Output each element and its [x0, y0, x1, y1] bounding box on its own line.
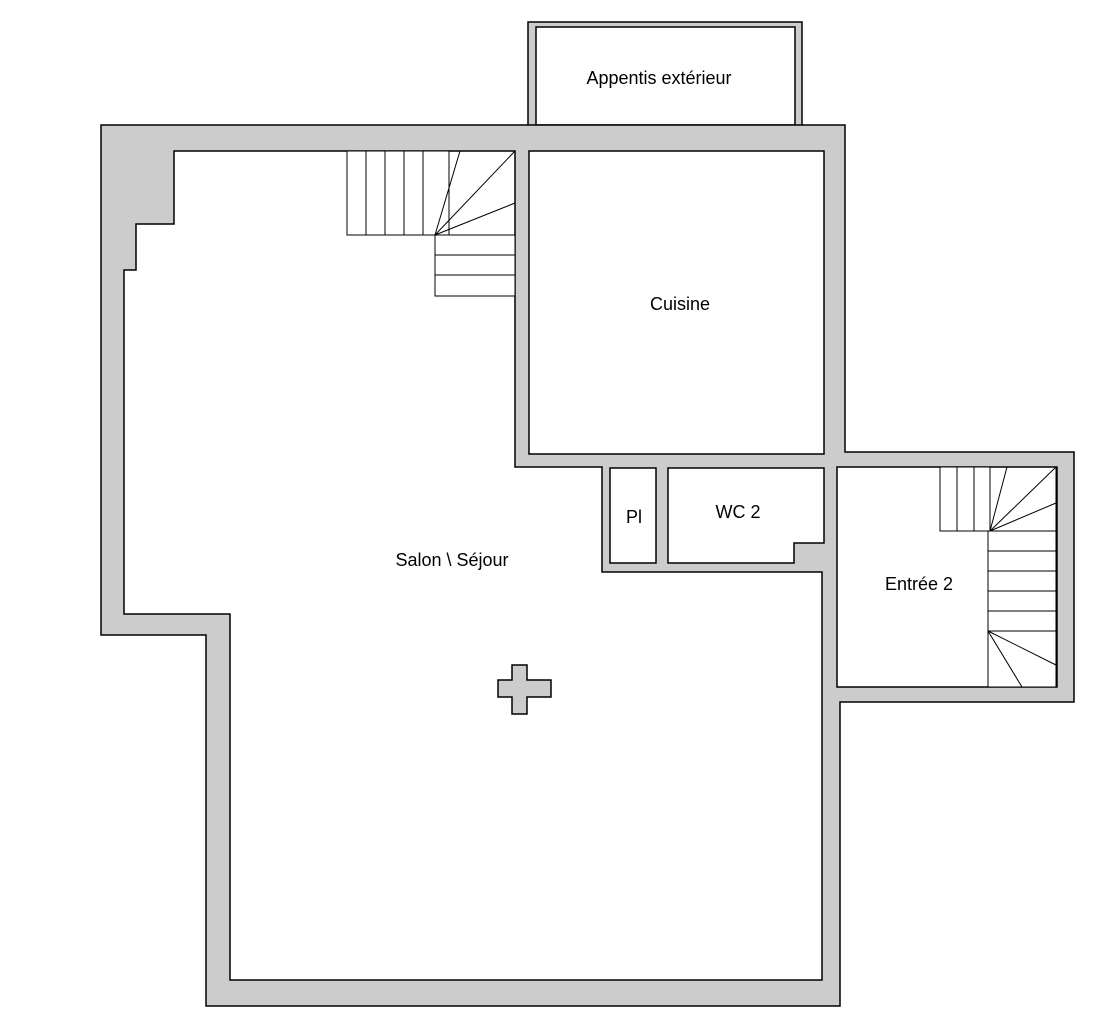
wc-label: WC 2 [716, 502, 761, 522]
appentis-label: Appentis extérieur [586, 68, 731, 88]
staircase-salon [346, 150, 516, 297]
appentis-room[interactable] [535, 26, 796, 126]
cuisine-room[interactable] [528, 150, 825, 455]
salon-room[interactable] [123, 150, 823, 981]
wc-room[interactable] [667, 467, 825, 564]
entree-label: Entrée 2 [885, 574, 953, 594]
salon-label: Salon \ Séjour [395, 550, 508, 570]
cross-symbol [497, 664, 552, 715]
placard-label: Pl [626, 507, 642, 527]
placard-room[interactable] [609, 467, 657, 564]
cuisine-label: Cuisine [650, 294, 710, 314]
staircase-entree [939, 466, 1057, 688]
